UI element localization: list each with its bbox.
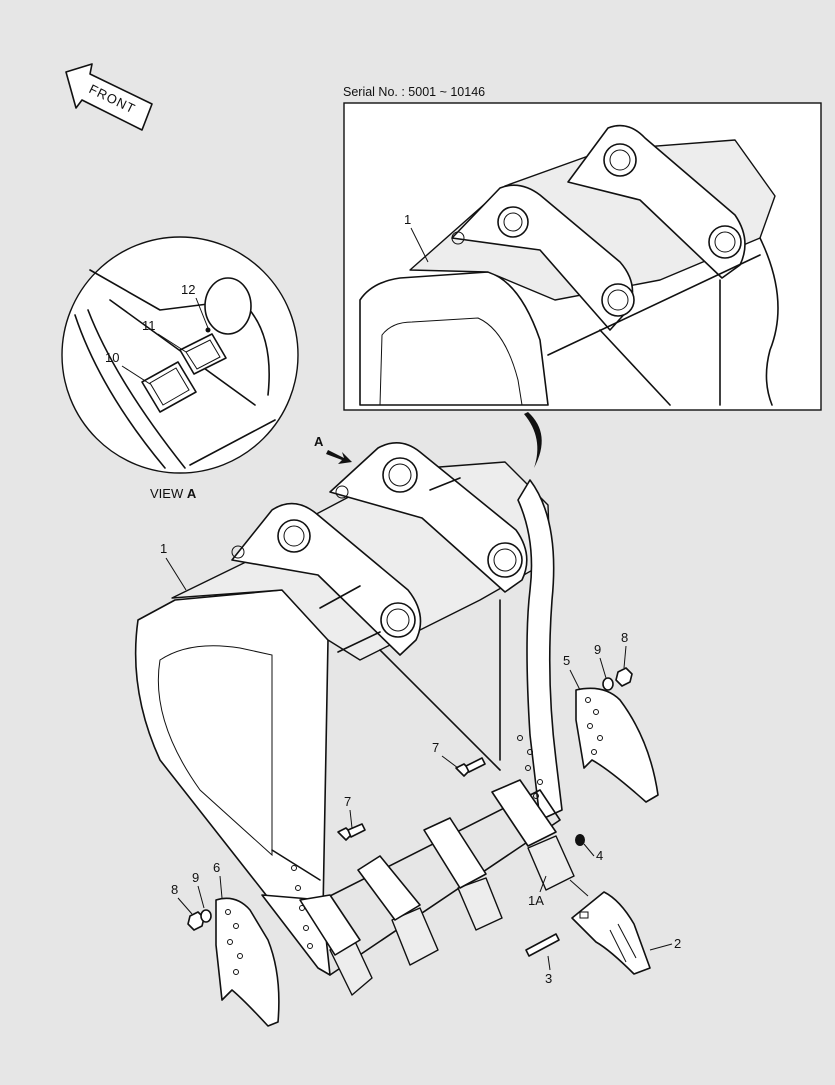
callout-8-left: 8 — [171, 882, 178, 897]
view-a-letter: A — [187, 486, 197, 501]
callout-2: 2 — [674, 936, 681, 951]
bolt-7-lower — [337, 823, 366, 841]
tooth-4 — [491, 779, 575, 891]
detail-inset-box: 1 — [343, 102, 822, 411]
nut-8-right — [615, 667, 633, 687]
view-a-prefix: VIEW — [150, 486, 187, 501]
main-bucket-drawing — [134, 442, 659, 1027]
inset-pointer — [524, 412, 542, 468]
callout-1a: 1A — [528, 893, 544, 908]
view-callout-11: 11 — [142, 318, 156, 333]
tooth-point-2 — [571, 891, 651, 975]
view-callout-12: 12 — [181, 282, 195, 297]
side-cutter-right — [575, 687, 659, 803]
nut-8-left — [187, 911, 205, 931]
callout-1-main: 1 — [160, 541, 167, 556]
view-a-arrow — [326, 450, 352, 464]
callout-9-left: 9 — [192, 870, 199, 885]
bolt-holes-right — [517, 735, 543, 799]
washer-9-left — [200, 909, 212, 923]
callout-4: 4 — [596, 848, 603, 863]
callout-9-right: 9 — [594, 642, 601, 657]
side-cutter-left — [215, 897, 280, 1027]
callout-7-upper: 7 — [432, 740, 439, 755]
main-callouts: 1 5 9 8 7 7 4 1A 2 3 8 9 6 — [160, 541, 681, 986]
bolt-7-upper — [455, 757, 486, 777]
arrow-a-label: A — [314, 434, 324, 449]
view-a-title: VIEW A — [150, 486, 197, 501]
detail-callout-1: 1 — [404, 212, 411, 227]
front-direction-arrow: FRONT — [65, 63, 153, 131]
rivet-12 — [205, 327, 211, 333]
tooth-1 — [299, 894, 373, 996]
callout-8-right: 8 — [621, 630, 628, 645]
retainer-4 — [575, 834, 585, 846]
plate-11 — [179, 333, 227, 375]
callout-5: 5 — [563, 653, 570, 668]
callout-6: 6 — [213, 860, 220, 875]
detail-bucket-drawing — [359, 124, 779, 406]
view-a-circle: 12 11 10 — [61, 236, 299, 474]
tooth-2 — [357, 855, 439, 966]
view-callout-10: 10 — [105, 350, 119, 365]
tooth-3 — [423, 817, 503, 931]
pin-3 — [525, 933, 560, 957]
washer-9-right — [602, 677, 614, 691]
serial-number-label: Serial No. : 5001 ~ 10146 — [343, 85, 485, 99]
plate-10 — [141, 361, 197, 413]
callout-3: 3 — [545, 971, 552, 986]
callout-7-lower: 7 — [344, 794, 351, 809]
